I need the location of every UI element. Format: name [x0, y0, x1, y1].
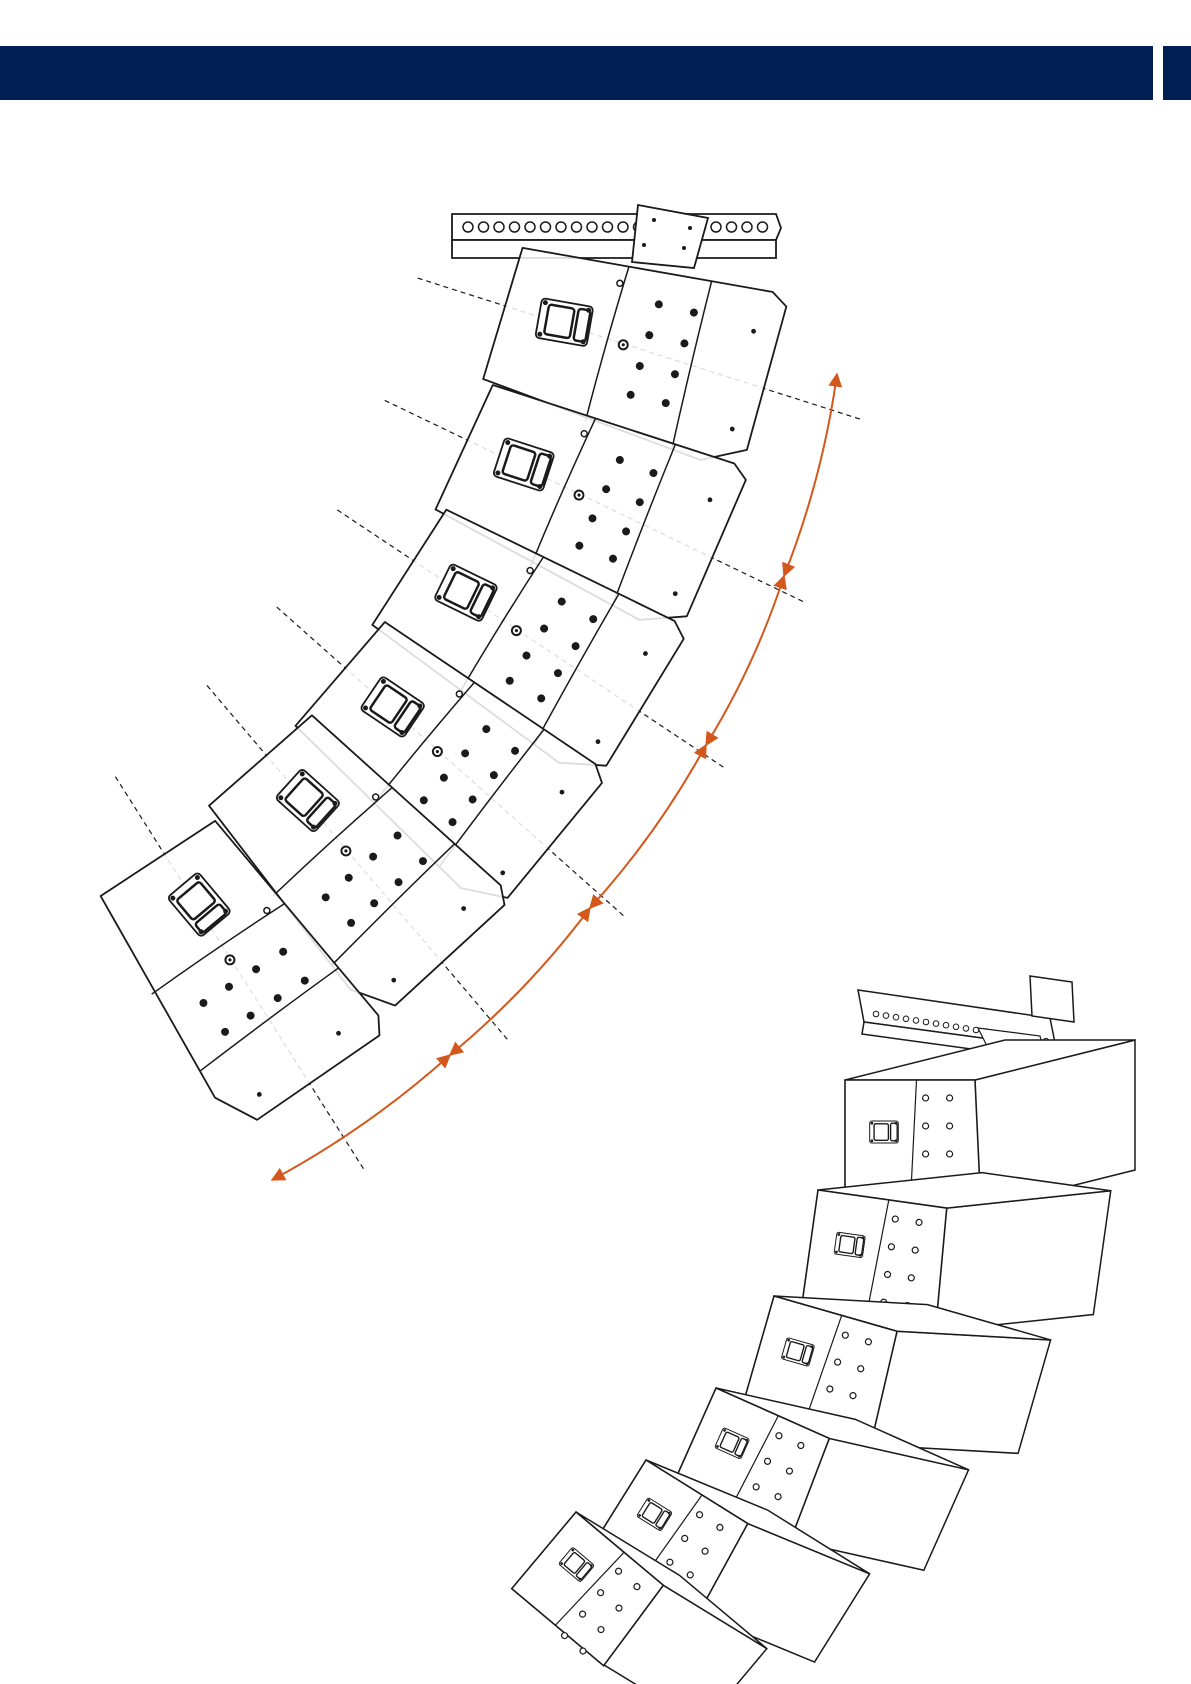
3d-array-view: [509, 976, 1135, 1684]
line-array-cabinets: [16, 231, 879, 1213]
splay-angle-arrow: [706, 576, 784, 745]
splay-angle-arrow: [590, 745, 706, 908]
pin-icon: [618, 340, 628, 350]
rigging-frame: [452, 214, 781, 258]
splay-angle-arrow: [784, 374, 837, 576]
cabinet-handle: [535, 298, 593, 346]
